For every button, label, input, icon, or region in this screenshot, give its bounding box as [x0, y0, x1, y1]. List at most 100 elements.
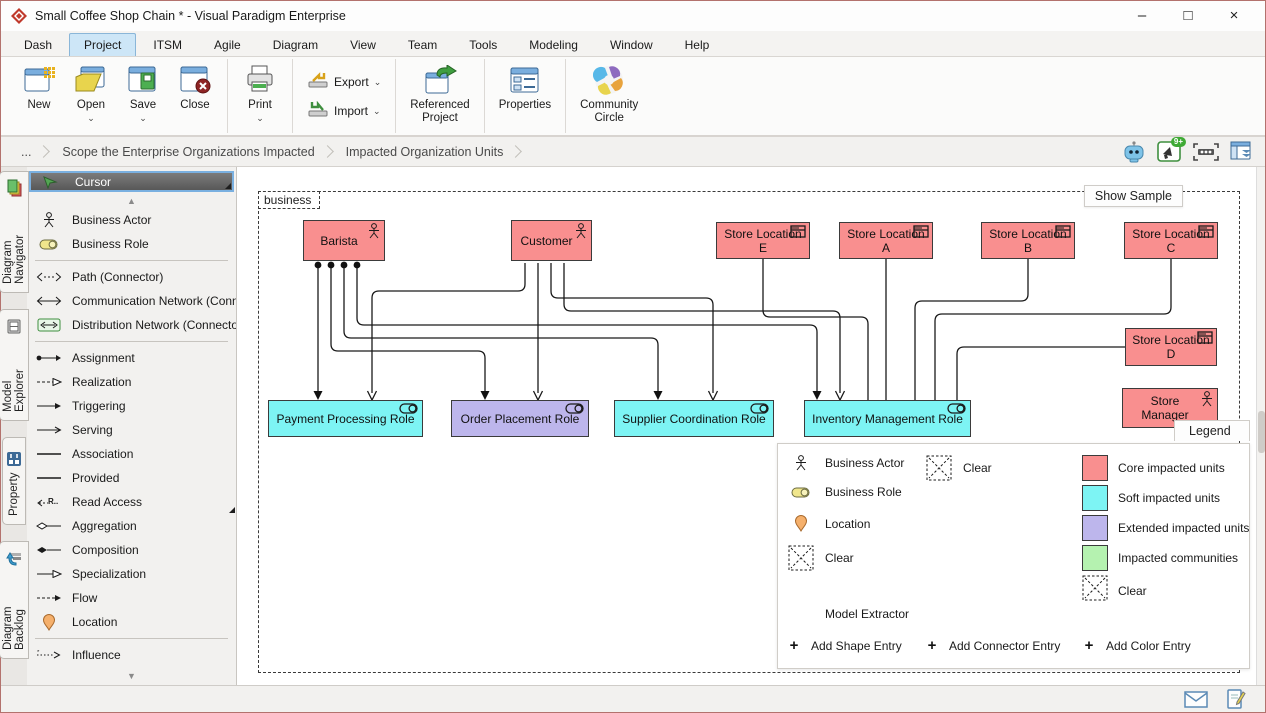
menu-item-view[interactable]: View	[350, 38, 376, 52]
palette-item-provided[interactable]: Provided	[27, 466, 236, 490]
node-inventory-management-role[interactable]: Inventory Management Role	[804, 400, 971, 437]
palette-item-business-role[interactable]: Business Role	[27, 232, 236, 256]
menu-item-help[interactable]: Help	[684, 38, 710, 52]
legend-color-entry-impacted-communities[interactable]: Impacted communities	[1082, 545, 1238, 571]
palette-item-serving[interactable]: Serving	[27, 418, 236, 442]
influence-icon: *	[35, 650, 63, 660]
breadcrumb-item[interactable]: Scope the Enterprise Organizations Impac…	[62, 144, 315, 159]
add-shape-entry-button[interactable]: +Add Shape Entry	[787, 637, 902, 654]
legend-color-entry-clear[interactable]: Clear	[1082, 575, 1147, 606]
node-barista[interactable]: Barista	[303, 220, 385, 261]
palette-item-communication-network-connector[interactable]: Communication Network (Connector)	[27, 289, 236, 313]
referenced-project-button[interactable]: Referenced Project	[402, 59, 477, 133]
palette-item-association[interactable]: Association	[27, 442, 236, 466]
community-circle-button[interactable]: Community Circle	[572, 59, 646, 133]
sidebar-tab-property[interactable]: Property	[2, 437, 26, 525]
save-button[interactable]: Save⌄	[117, 59, 169, 133]
palette-item-path-connector[interactable]: Path (Connector)	[27, 265, 236, 289]
diagram-canvas[interactable]: business	[237, 167, 1265, 685]
palette-cursor-tool[interactable]: Cursor	[29, 171, 234, 192]
palette-item-influence[interactable]: *Influence	[27, 643, 236, 667]
new-button[interactable]: New	[13, 59, 65, 133]
palette-scroll-down[interactable]: ▼	[127, 671, 136, 681]
show-sample-button[interactable]: Show Sample	[1083, 185, 1183, 207]
canvas-vertical-scrollbar[interactable]	[1256, 167, 1265, 685]
menu-item-agile[interactable]: Agile	[214, 38, 241, 52]
palette-item-assignment[interactable]: Assignment	[27, 346, 236, 370]
export-button[interactable]: Export⌄	[303, 70, 385, 93]
toolbar-button-label: Print	[248, 99, 272, 111]
node-order-placement-role[interactable]: Order Placement Role	[451, 400, 589, 437]
comm-icon	[35, 296, 63, 306]
unit-icon	[790, 225, 806, 241]
palette-item-aggregation[interactable]: Aggregation	[27, 514, 236, 538]
legend-shape-entry-business-actor[interactable]: Business Actor	[787, 455, 904, 471]
node-supplier-coordination-role[interactable]: Supplier Coordination Role	[614, 400, 774, 437]
close-button[interactable]: ×	[1229, 7, 1239, 24]
node-store-location-a[interactable]: Store Location A	[839, 222, 933, 259]
node-store-location-c[interactable]: Store Location C	[1124, 222, 1218, 259]
toolbar-button-label: Community Circle	[580, 99, 639, 125]
print-button[interactable]: Print⌄	[234, 59, 286, 133]
breadcrumb-item[interactable]: ...	[21, 144, 32, 159]
add-color-entry-button[interactable]: +Add Color Entry	[1082, 637, 1191, 654]
menu-item-tools[interactable]: Tools	[469, 38, 498, 52]
menu-item-itsm[interactable]: ITSM	[153, 38, 183, 52]
menu-item-team[interactable]: Team	[407, 38, 438, 52]
import-button[interactable]: Import⌄	[303, 99, 385, 122]
toolbar-button-label: Referenced Project	[410, 99, 470, 125]
cursor-flyout-corner	[225, 183, 231, 189]
toolbar-button-label: Properties	[498, 99, 552, 111]
palette-item-distribution-network-connector[interactable]: Distribution Network (Connector)	[27, 313, 236, 337]
assistant-bot-icon[interactable]	[1121, 140, 1147, 163]
add-connector-entry-button[interactable]: +Add Connector Entry	[925, 637, 1061, 654]
close-button[interactable]: Close	[169, 59, 221, 133]
legend-color-entry-soft-impacted-units[interactable]: Soft impacted units	[1082, 485, 1220, 511]
legend-color-entry-core-impacted-units[interactable]: Core impacted units	[1082, 455, 1225, 481]
palette-item-triggering[interactable]: Triggering	[27, 394, 236, 418]
palette-item-specialization[interactable]: Specialization	[27, 562, 236, 586]
sidebar-tab-model-explorer[interactable]: Model Explorer	[0, 309, 29, 421]
composition-icon	[35, 546, 63, 554]
node-payment-processing-role[interactable]: Payment Processing Role	[268, 400, 423, 437]
node-customer[interactable]: Customer	[511, 220, 592, 261]
legend-shape-entry-business-role[interactable]: Business Role	[787, 485, 902, 499]
fit-selection-icon[interactable]	[1193, 141, 1219, 163]
properties-button[interactable]: Properties	[491, 59, 559, 133]
legend-color-entry-extended-impacted-units[interactable]: Extended impacted units	[1082, 515, 1249, 541]
maximize-button[interactable]: □	[1183, 7, 1193, 24]
menu-item-dash[interactable]: Dash	[24, 38, 53, 52]
sidebar-tab-diagram-navigator[interactable]: Diagram Navigator	[0, 171, 29, 293]
open-button[interactable]: Open⌄	[65, 59, 117, 133]
legend-shape-entry-clear[interactable]: Clear	[787, 545, 854, 571]
layout-panels-icon[interactable]	[1229, 141, 1255, 163]
mail-icon[interactable]	[1183, 689, 1209, 709]
breadcrumb-item[interactable]: Impacted Organization Units	[345, 144, 504, 159]
palette-scroll-up[interactable]: ▲	[127, 196, 136, 206]
scrollbar-thumb[interactable]	[1258, 411, 1265, 453]
palette-item-location[interactable]: Location	[27, 610, 236, 634]
announcements-icon[interactable]: 9+	[1157, 136, 1186, 163]
node-store-location-d[interactable]: Store Location D	[1125, 328, 1217, 366]
notes-icon[interactable]	[1223, 689, 1249, 709]
menu-item-window[interactable]: Window	[609, 38, 653, 52]
legend-shape-entry-location[interactable]: Location	[787, 515, 870, 532]
palette-item-flow[interactable]: Flow	[27, 586, 236, 610]
palette-item-read-access[interactable]: R..Read Access	[27, 490, 236, 514]
palette-item-composition[interactable]: Composition	[27, 538, 236, 562]
palette-item-business-actor[interactable]: Business Actor	[27, 208, 236, 232]
menu-item-diagram[interactable]: Diagram	[272, 38, 319, 52]
menu-item-project[interactable]: Project	[69, 33, 137, 56]
model-extractor-button[interactable]: Model Extractor	[787, 607, 909, 621]
legend-connector-entry-clear[interactable]: Clear	[925, 455, 992, 481]
business-boundary-label[interactable]: business	[258, 191, 321, 209]
sidebar-tab-diagram-backlog[interactable]: Diagram Backlog	[0, 541, 29, 659]
palette-item-realization[interactable]: Realization	[27, 370, 236, 394]
unit-icon	[1197, 331, 1213, 347]
minimize-button[interactable]: –	[1137, 7, 1147, 24]
node-store-location-e[interactable]: Store Location E	[716, 222, 810, 259]
legend-title[interactable]: Legend	[1174, 420, 1250, 441]
menu-item-modeling[interactable]: Modeling	[529, 38, 578, 52]
node-store-location-b[interactable]: Store Location B	[981, 222, 1075, 259]
